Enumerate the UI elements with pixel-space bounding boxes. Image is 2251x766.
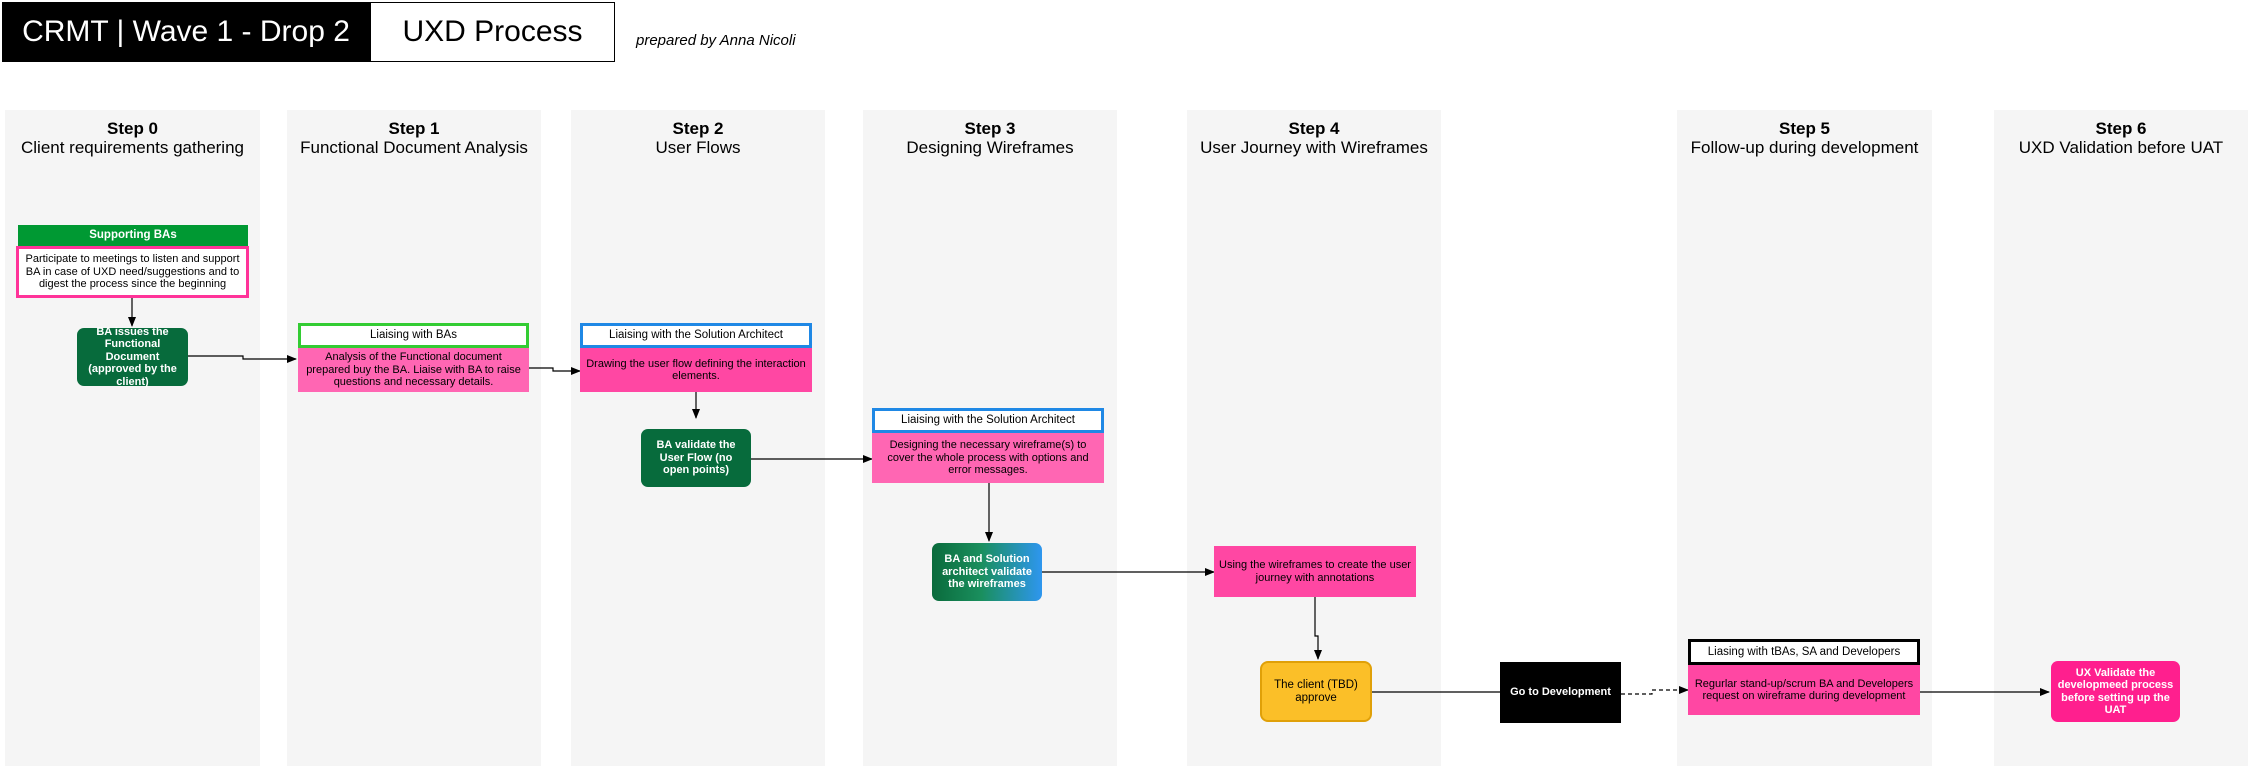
lane-title-step-3: Step 3 Designing Wireframes xyxy=(863,119,1117,163)
step-number: Step 3 xyxy=(964,119,1016,138)
document-title: CRMT | Wave 1 - Drop 2 xyxy=(2,2,370,62)
client-approve-node: The client (TBD) approve xyxy=(1260,661,1372,722)
ba-validate-user-flow-node: BA validate the User Flow (no open point… xyxy=(641,429,751,487)
ba-sa-validate-wireframes-node: BA and Solution architect validate the w… xyxy=(932,543,1042,601)
process-title: UXD Process xyxy=(370,2,615,62)
author-credit: prepared by Anna Nicoli xyxy=(636,32,796,49)
step-number: Step 5 xyxy=(1778,119,1831,138)
liaising-solution-architect-header-1: Liaising with the Solution Architect xyxy=(580,323,812,348)
step-title: Functional Document Analysis xyxy=(300,138,528,157)
arrow-go-dev-to-standup xyxy=(1621,686,1689,695)
arrow-using-to-client xyxy=(1314,597,1322,660)
arrow-analysis-to-drawing xyxy=(529,367,581,375)
liaising-tbas-header: Liasing with tBAs, SA and Developers xyxy=(1688,639,1920,665)
step-number: Step 0 xyxy=(106,119,159,138)
step-number: Step 1 xyxy=(388,119,440,138)
lane-title-step-1: Step 1 Functional Document Analysis xyxy=(287,119,541,163)
step-title: Follow-up during development xyxy=(1690,138,1919,157)
drawing-user-flow-box: Drawing the user flow defining the inter… xyxy=(580,348,812,392)
lane-step-1 xyxy=(287,110,541,766)
lane-title-step-2: Step 2 User Flows xyxy=(571,119,825,163)
lane-title-step-0: Step 0 Client requirements gathering xyxy=(5,119,260,163)
designing-wireframes-box: Designing the necessary wireframe(s) to … xyxy=(872,433,1104,483)
participate-meetings-box: Participate to meetings to listen and su… xyxy=(16,246,249,298)
liaising-with-bas-header: Liaising with BAs xyxy=(298,323,529,348)
ba-issues-document-node: BA issues the Functional Document (appro… xyxy=(77,326,188,388)
liaising-solution-architect-header-2: Liaising with the Solution Architect xyxy=(872,408,1104,433)
step-title: User Journey with Wireframes xyxy=(1200,138,1428,157)
step-title: User Flows xyxy=(655,138,741,157)
ux-validate-node: UX Validate the developmeed process befo… xyxy=(2051,661,2180,722)
step-title: UXD Validation before UAT xyxy=(2018,138,2224,157)
go-to-development-box: Go to Development xyxy=(1500,662,1621,723)
lane-title-step-6: Step 6 UXD Validation before UAT xyxy=(1994,119,2248,168)
analysis-box: Analysis of the Functional document prep… xyxy=(298,348,529,392)
user-journey-box: Using the wireframes to create the user … xyxy=(1214,546,1416,597)
step-number: Step 6 xyxy=(2095,119,2147,138)
lane-title-step-4: Step 4 User Journey with Wireframes xyxy=(1187,119,1441,163)
step-title: Client requirements gathering xyxy=(20,138,244,157)
lane-step-0 xyxy=(5,110,260,766)
lane-title-step-5: Step 5 Follow-up during development xyxy=(1677,119,1932,163)
step-title: Designing Wireframes xyxy=(906,138,1074,157)
standup-scrum-box: Regurlar stand-up/scrum BA and Developer… xyxy=(1688,665,1920,715)
supporting-bas-header: Supporting BAs xyxy=(18,225,248,246)
arrow-ba-issues-to-analysis xyxy=(188,355,297,363)
step-number: Step 2 xyxy=(672,119,724,138)
step-number: Step 4 xyxy=(1288,119,1340,138)
lane-step-6 xyxy=(1994,110,2248,766)
